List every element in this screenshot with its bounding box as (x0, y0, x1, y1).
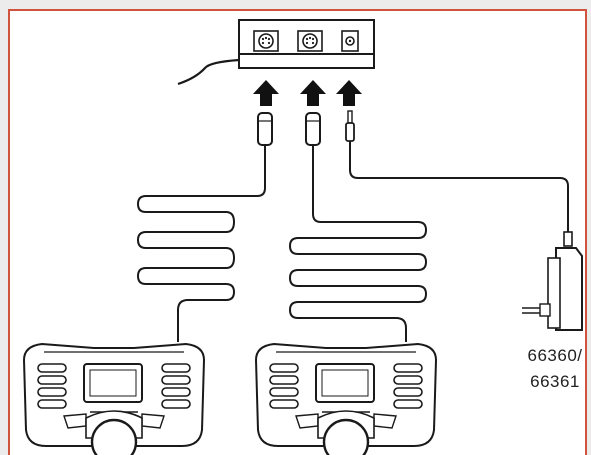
power-jack-icon (341, 30, 359, 52)
power-adapter-icon (522, 231, 583, 331)
din-socket-icon (297, 30, 323, 52)
cable-icon (136, 145, 266, 342)
part-number-line1: 66360/ (527, 346, 583, 365)
part-number-line2: 66361 (530, 372, 580, 391)
up-arrow-icon (253, 80, 279, 106)
din-socket-icon (253, 30, 279, 52)
power-plug-icon (345, 110, 355, 142)
controller-icon (22, 342, 206, 455)
controller-icon (254, 342, 438, 455)
cable-icon (288, 145, 428, 342)
cable-icon (177, 58, 240, 86)
din-plug-icon (257, 112, 273, 146)
cable-icon (349, 141, 569, 232)
up-arrow-icon (336, 80, 362, 106)
up-arrow-icon (300, 80, 326, 106)
din-plug-icon (305, 112, 321, 146)
